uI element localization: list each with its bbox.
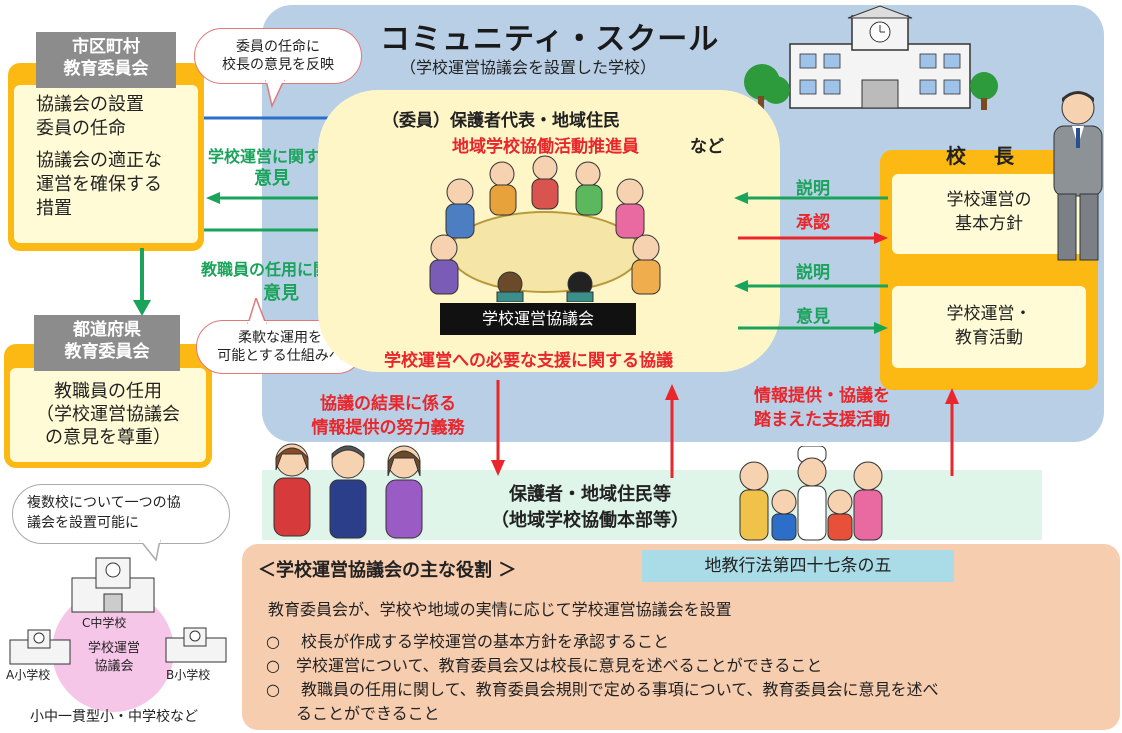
community-label: 保護者・地域住民等 （地域学校協働本部等） <box>460 482 720 534</box>
principal-activity: 学校運営・ 教育活動 <box>892 286 1086 368</box>
pref-board-duty: 教職員の任用 （学校運営協議会 の意見を尊重） <box>14 380 202 449</box>
multi-school-caption: 小中一貫型小・中学校など <box>30 706 198 726</box>
board-duties-establish: 協議会の設置 委員の任命 <box>36 93 144 141</box>
role-item-1: ○ 校長が作成する学校運営の基本方針を承認すること <box>266 628 669 652</box>
city-board-box: 協議会の設置 委員の任命 協議会の適正な 運営を確保する 措置 <box>8 63 204 251</box>
opinion-label: 意見 <box>796 302 830 327</box>
council-etc: など <box>690 132 724 157</box>
joint-council-label: 学校運営 協議会 <box>76 640 152 676</box>
community-people-illustration <box>732 446 892 542</box>
law-reference: 地教行法第四十七条の五 <box>642 550 954 582</box>
bubble-multi-school: 複数校について一つの協 議会を設置可能に <box>12 484 230 544</box>
b-school-icon <box>164 626 228 664</box>
roles-intro: 教育委員会が、学校や地域の実情に応じて学校運営協議会を設置 <box>268 596 732 620</box>
c-school-icon <box>68 556 158 614</box>
pref-board-label: 都道府県 教育委員会 <box>34 315 180 371</box>
explain-label-1: 説明 <box>796 174 830 199</box>
b-school-label: B小学校 <box>166 666 210 683</box>
city-to-pref-arrow <box>130 248 154 318</box>
school-building-icon <box>740 4 1000 116</box>
council-members: （委員）保護者代表・地域住民 <box>382 106 620 131</box>
vertical-arrows <box>486 380 686 480</box>
info-duty-label: 協議の結果に係る 情報提供の努力義務 <box>288 392 488 440</box>
a-school-label: A小学校 <box>6 666 50 683</box>
council-role: 学校運営への必要な支援に関する協議 <box>384 346 673 371</box>
page-subtitle: （学校運営協議会を設置した学校） <box>400 54 656 78</box>
principal-icon <box>1040 86 1116 266</box>
up-arrow-principal <box>940 388 964 478</box>
roles-heading: ＜学校運営協議会の主な役割 ＞ <box>258 556 516 582</box>
page-title: コミュニティ・スクール <box>380 14 719 58</box>
role-item-3: ○ 教職員の任用に関して、教育委員会規則で定める事項について、教育委員会に意見を… <box>266 678 939 726</box>
approve-label: 承認 <box>796 208 830 233</box>
bubble-appointment: 委員の任命に 校長の意見を反映 <box>194 28 362 84</box>
council-name-label: 学校運営協議会 <box>440 303 636 335</box>
meeting-illustration <box>420 152 670 302</box>
c-school-label: C中学校 <box>82 614 126 631</box>
explain-label-2: 説明 <box>796 258 830 283</box>
support-activity-label: 情報提供・協議を 踏まえた支援活動 <box>734 384 910 432</box>
board-duties-ensure: 協議会の適正な 運営を確保する 措置 <box>36 149 162 221</box>
principal-label: 校 長 <box>946 140 1018 169</box>
city-board-label: 市区町村 教育委員会 <box>36 32 176 88</box>
role-item-2: ○ 学校運営について、教育委員会又は校長に意見を述べることができること <box>266 652 822 676</box>
a-school-icon <box>8 628 72 666</box>
parents-illustration <box>262 440 432 540</box>
